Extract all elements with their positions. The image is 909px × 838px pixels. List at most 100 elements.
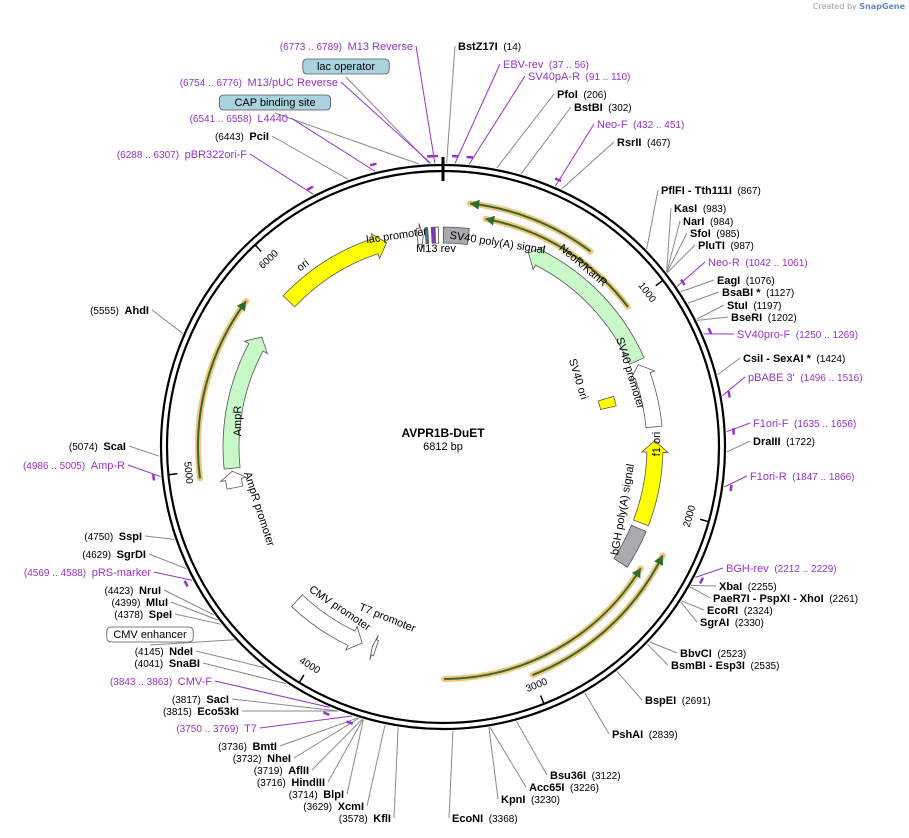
site-label-paer7i-pspxi-xhoi[interactable]: PaeR7I - PspXI - XhoI (2261) — [713, 593, 858, 605]
site-label-bsmbi-esp3i[interactable]: BsmBI - Esp3I (2535) — [671, 660, 779, 672]
site-label-xbai[interactable]: XbaI (2255) — [719, 581, 777, 593]
site-label-pbabe-3[interactable]: pBABE 3' (1496 .. 1516) — [748, 372, 863, 384]
site-label-scai[interactable]: (5074) ScaI — [69, 441, 126, 453]
feature-lac-operator[interactable] — [430, 226, 436, 244]
site-label-bsabi[interactable]: BsaBI * (1127) — [722, 287, 794, 299]
site-label-stui[interactable]: StuI (1197) — [727, 300, 782, 312]
feature-neor-kanr[interactable] — [528, 245, 645, 365]
site-label-ndei[interactable]: (4145) NdeI — [135, 646, 193, 658]
site-label-m13-reverse[interactable]: (6773 .. 6789) M13 Reverse — [280, 41, 413, 53]
site-label-ahdi[interactable]: (5555) AhdI — [90, 305, 149, 317]
feature-ampr[interactable] — [222, 336, 269, 470]
site-label-hindiii[interactable]: (3716) HindIII — [257, 777, 325, 789]
site-label-pfoi[interactable]: PfoI (206) — [557, 89, 607, 101]
site-label-pshai[interactable]: PshAI (2839) — [612, 729, 678, 741]
site-label-csii-sexai[interactable]: CsiI - SexAI * (1424) — [743, 353, 845, 365]
feature-sv40-promoter[interactable] — [629, 364, 663, 429]
feature-sv40-ori[interactable] — [597, 395, 617, 411]
label-position: (3230) — [531, 795, 560, 806]
feature-t7-promoter[interactable] — [369, 635, 379, 660]
label-position: (3736) — [218, 742, 247, 753]
site-label-spei[interactable]: (4378) SpeI — [114, 609, 172, 621]
site-label-bsu36i[interactable]: Bsu36I (3122) — [550, 770, 621, 782]
site-label-sv40pa-r[interactable]: SV40pA-R (91 .. 110) — [528, 71, 630, 83]
site-label-acc65i[interactable]: Acc65I (3226) — [529, 782, 599, 794]
site-label-bstz17i[interactable]: BstZ17I (14) — [458, 41, 521, 53]
site-label-draiii[interactable]: DraIII (1722) — [753, 436, 815, 448]
label-position: (2255) — [748, 582, 777, 593]
site-label-rsrii[interactable]: RsrII (467) — [617, 137, 670, 149]
site-label-kpni[interactable]: KpnI (3230) — [501, 794, 560, 806]
site-label-xcmi[interactable]: (3629) XcmI — [303, 801, 364, 813]
site-label-f1ori-f[interactable]: F1ori-F (1635 .. 1656) — [753, 418, 856, 430]
site-label-nhei[interactable]: (3732) NheI — [233, 753, 291, 765]
site-label-sv40pro-f[interactable]: SV40pro-F (1250 .. 1269) — [737, 329, 858, 341]
label-box-text: CMV enhancer — [113, 629, 187, 641]
site-label-neo-f[interactable]: Neo-F (432 .. 451) — [597, 119, 684, 131]
label-name: PfoI — [557, 89, 578, 101]
site-label-amp-r[interactable]: (4986 .. 5005) Amp-R — [23, 460, 125, 472]
site-label-eagi[interactable]: EagI (1076) — [717, 275, 775, 287]
feature-ori[interactable] — [282, 232, 388, 308]
site-label-pbr322ori-f[interactable]: (6288 .. 6307) pBR322ori-F — [117, 149, 247, 161]
site-label-eco53ki[interactable]: (3815) Eco53kI — [163, 706, 239, 718]
site-label-t7[interactable]: (3750 .. 3769) T7 — [176, 723, 257, 735]
feature-ampr-promoter[interactable] — [219, 470, 248, 490]
leader-line — [293, 717, 360, 759]
label-text: Neo-F (432 .. 451) — [597, 119, 684, 131]
site-label-ebv-rev[interactable]: EBV-rev (37 .. 56) — [503, 59, 589, 71]
site-label-pflfi-tth111i[interactable]: PflFI - Tth111I (867) — [661, 185, 761, 197]
label-position: (5555) — [90, 306, 119, 317]
site-label-aflii[interactable]: (3719) AflII — [254, 765, 309, 777]
site-label-sgrdi[interactable]: (4629) SgrDI — [82, 549, 146, 561]
site-label-pcii[interactable]: (6443) PciI — [215, 131, 269, 143]
site-label-nari[interactable]: NarI (984) — [683, 216, 733, 228]
site-label-snabi[interactable]: (4041) SnaBI — [134, 658, 200, 670]
site-label-f1ori-r[interactable]: F1ori-R (1847 .. 1866) — [750, 471, 855, 483]
feature-lac-promoter[interactable] — [415, 223, 424, 250]
site-label-m13-puc-reverse[interactable]: (6754 .. 6776) M13/pUC Reverse — [180, 77, 338, 89]
site-label-bbvci[interactable]: BbvCI (2523) — [680, 648, 746, 660]
site-label-cmv-enhancer[interactable]: CMV enhancer — [106, 626, 194, 643]
leader-line — [690, 584, 717, 587]
feature-f1-ori[interactable] — [632, 440, 669, 527]
site-label-bseri[interactable]: BseRI (1202) — [731, 312, 797, 324]
site-label-neo-r[interactable]: Neo-R (1042 .. 1061) — [708, 257, 808, 269]
site-label-bgh-rev[interactable]: BGH-rev (2212 .. 2229) — [726, 563, 837, 575]
label-text: PaeR7I - PspXI - XhoI (2261) — [713, 593, 858, 605]
site-label-pluti[interactable]: PluTI (987) — [698, 240, 754, 252]
label-position: (2324) — [744, 606, 773, 617]
site-label-sspi[interactable]: (4750) SspI — [84, 531, 142, 543]
label-text: PflFI - Tth111I (867) — [661, 185, 761, 197]
site-label-ecori[interactable]: EcoRI (2324) — [707, 605, 773, 617]
feature-m13-rev[interactable] — [434, 226, 440, 244]
label-position: (1424) — [816, 354, 845, 365]
label-text: SgrAI (2330) — [700, 617, 764, 629]
feature-bgh-poly-a-signal[interactable] — [613, 524, 647, 568]
site-label-bspei[interactable]: BspEI (2691) — [645, 695, 711, 707]
site-label-cmv-f[interactable]: (3843 .. 3863) CMV-F — [110, 676, 212, 688]
site-label-econi[interactable]: EcoNI (3368) — [452, 813, 518, 825]
label-text: DraIII (1722) — [753, 436, 815, 448]
feature-sv40-poly-a-signal[interactable] — [442, 226, 470, 245]
site-label-bstbi[interactable]: BstBI (302) — [574, 102, 632, 114]
site-label-lac-operator[interactable]: lac operator — [302, 58, 390, 75]
feature-cmv-promoter[interactable] — [290, 594, 363, 651]
site-label-prs-marker[interactable]: (4569 .. 4588) pRS-marker — [24, 567, 151, 579]
label-position: (4145) — [135, 647, 164, 658]
site-label-kasi[interactable]: KasI (983) — [674, 203, 726, 215]
feature-cap-binding-site[interactable] — [424, 227, 430, 245]
site-label-cap-binding-site[interactable]: CAP binding site — [218, 94, 331, 111]
site-label-kfli[interactable]: (3578) KflI — [339, 813, 391, 825]
site-label-sfoi[interactable]: SfoI (985) — [690, 228, 740, 240]
site-label-mlui[interactable]: (4399) MluI — [112, 597, 168, 609]
label-text: SV40pro-F (1250 .. 1269) — [737, 329, 858, 341]
site-label-l4440[interactable]: (6541 .. 6558) L4440 — [190, 113, 288, 125]
site-label-blpi[interactable]: (3714) BlpI — [289, 789, 344, 801]
site-label-saci[interactable]: (3817) SacI — [172, 694, 229, 706]
site-label-bmti[interactable]: (3736) BmtI — [218, 741, 277, 753]
site-label-nrui[interactable]: (4423) NruI — [105, 585, 161, 597]
orf-highlight — [529, 552, 666, 679]
site-label-sgrai[interactable]: SgrAI (2330) — [700, 617, 764, 629]
